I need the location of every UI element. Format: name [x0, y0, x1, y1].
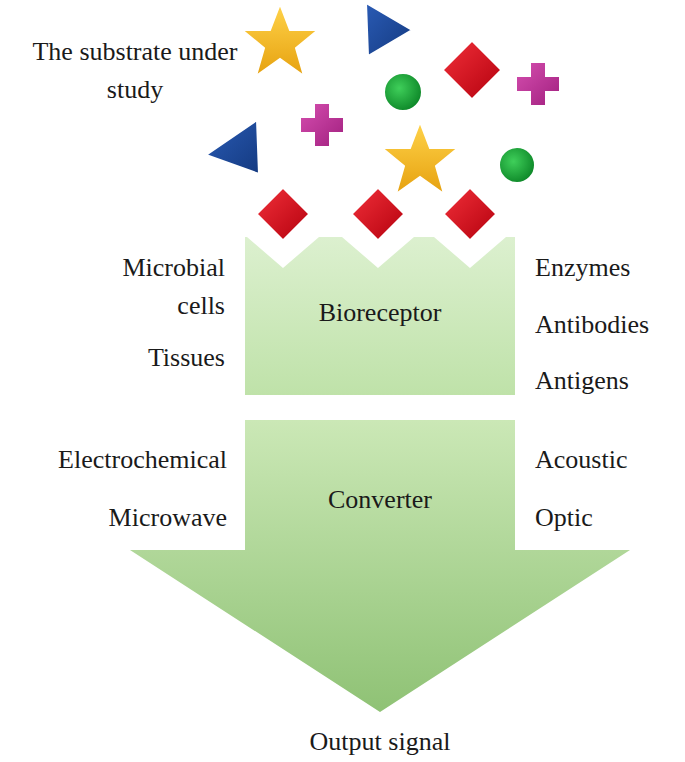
output-label: Output signal: [230, 723, 530, 761]
star-molecule: [382, 122, 458, 194]
bioreceptor-type: Microbial cells: [85, 249, 225, 325]
bioreceptor-type: Antibodies: [535, 306, 685, 344]
converter-type: Acoustic: [535, 441, 685, 479]
bound-diamond: [443, 187, 497, 241]
cross-molecule: [516, 62, 560, 106]
triangle-molecule: [206, 120, 259, 174]
bioreceptor-box-shape: [245, 237, 515, 395]
circle-molecule: [499, 147, 535, 183]
bioreceptor-type: Tissues: [85, 339, 225, 377]
bound-diamond: [256, 187, 310, 241]
cross-molecule: [300, 103, 344, 147]
converter-type: Electrochemical: [0, 441, 227, 479]
star-molecule: [242, 4, 318, 76]
node-title: Bioreceptor: [245, 297, 515, 329]
triangle-molecule: [366, 3, 412, 56]
converter-type: Microwave: [0, 499, 227, 537]
circle-molecule: [384, 73, 422, 111]
converter-type: Optic: [535, 499, 685, 537]
bound-diamond: [351, 187, 405, 241]
bioreceptor-type: Enzymes: [535, 249, 685, 287]
substrate-label: The substrate under study: [30, 33, 240, 109]
bioreceptor-box: Bioreceptor: [245, 237, 515, 395]
diamond-molecule: [442, 40, 502, 100]
bioreceptor-type: Antigens: [535, 362, 685, 400]
